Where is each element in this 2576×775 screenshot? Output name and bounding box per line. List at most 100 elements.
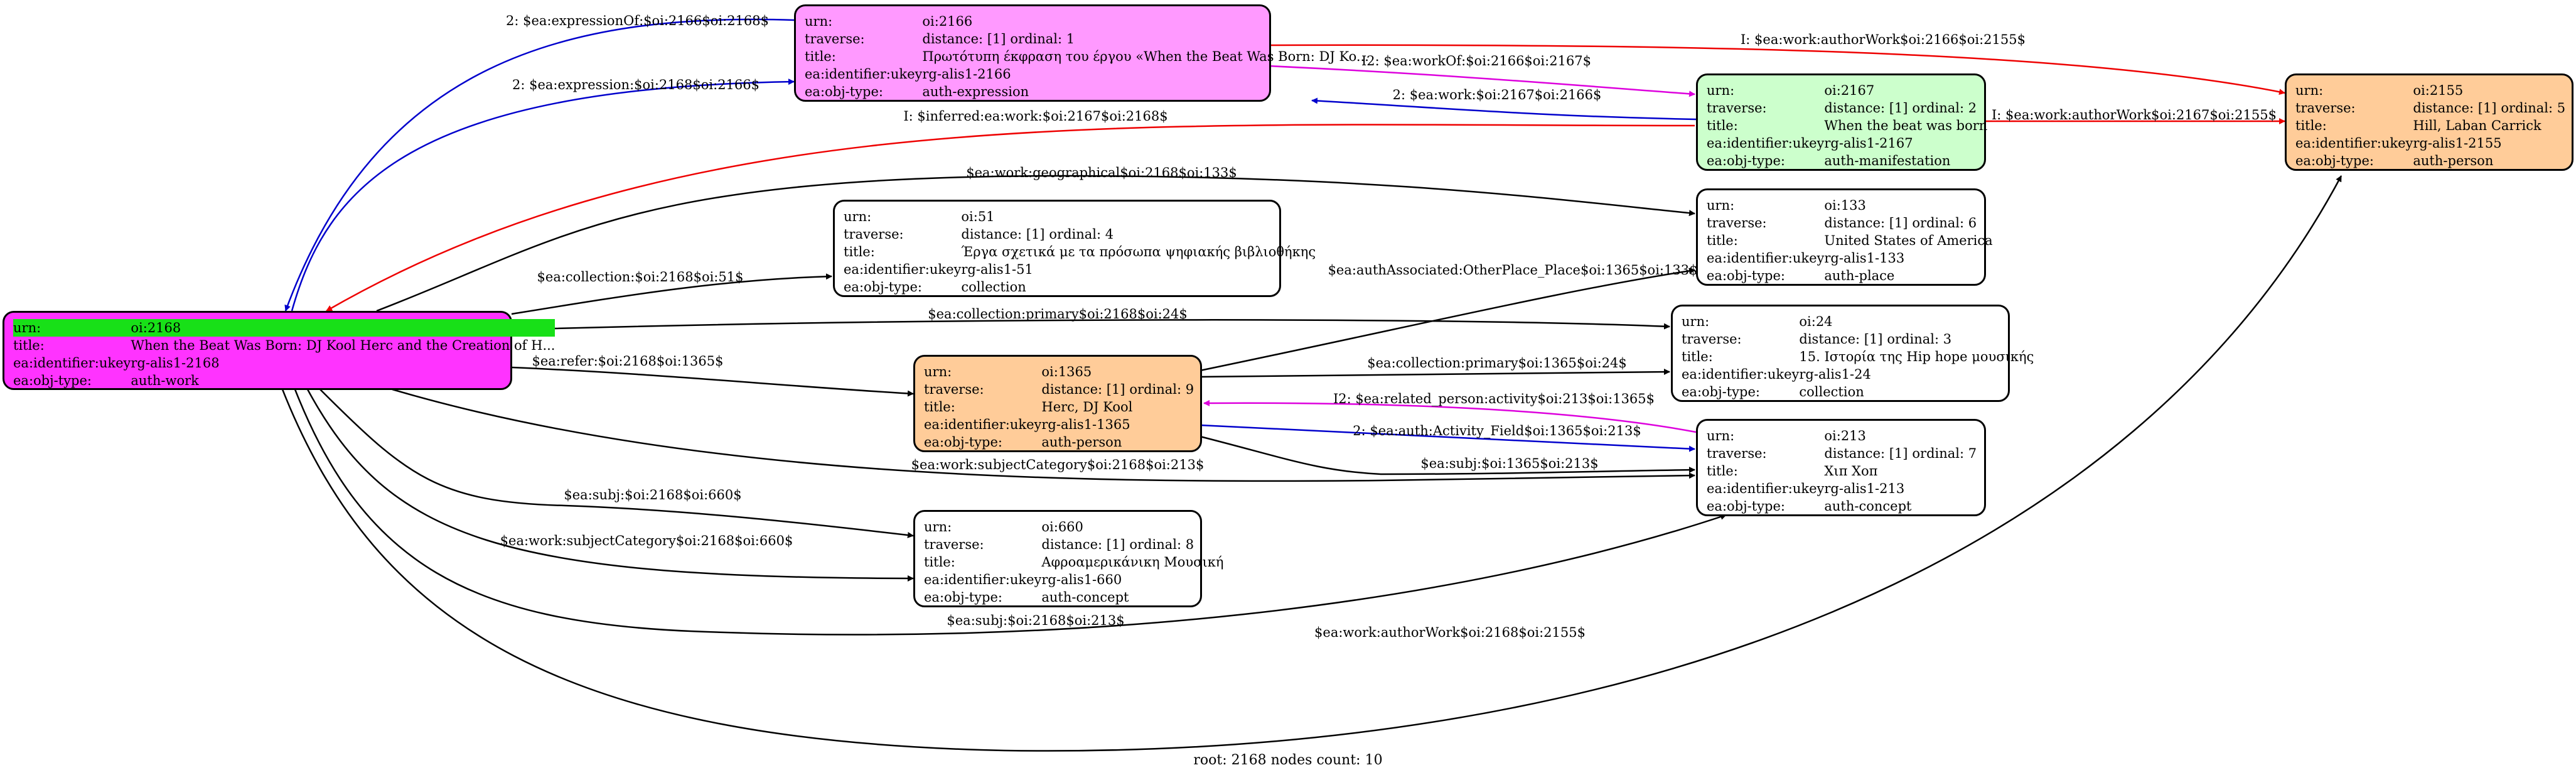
ukey-label: ea:identifier:ukey: [1707, 251, 1825, 266]
node-2168[interactable]: urn:oi:2168 title:When the Beat Was Born…: [3, 311, 555, 390]
title-label: title:: [1682, 349, 1713, 364]
edge-work-2167-2166: 2: $ea:work:$oi:2167$oi:2166$: [1311, 87, 1697, 121]
edge-collection-primary-1365-24: $ea:collection:primary$oi:1365$oi:24$: [1199, 355, 1670, 378]
urn-label: urn:: [2295, 83, 2324, 98]
title-label: title:: [924, 399, 955, 415]
node-133[interactable]: urn:oi:133 traverse:distance: [1]ordinal…: [1696, 188, 1993, 286]
title-value: When the beat was born: [1824, 118, 1988, 133]
edge-label: I: $inferred:ea:work:$oi:2167$oi:2168$: [903, 109, 1167, 124]
urn-value: oi:2168: [131, 319, 555, 337]
title-value: Πρωτότυπη έκφραση του έργου «When the Be…: [922, 49, 1369, 64]
edge-label: $ea:work:geographical$oi:2168$oi:133$: [966, 165, 1237, 180]
title-value: When the Beat Was Born: DJ Kool Herc and…: [131, 338, 555, 353]
edge-subj-2168-213: $ea:subj:$oi:2168$oi:213$: [294, 389, 1727, 636]
type-value: auth-concept: [1041, 590, 1129, 605]
ukey-value: rg-alis1-2167: [1824, 136, 1913, 151]
type-label: ea:obj-type:: [844, 279, 922, 295]
ukey-label: ea:identifier:ukey: [924, 572, 1042, 587]
ordinal-value: ordinal: 6: [1912, 215, 1977, 230]
ukey-value: rg-alis1-51: [961, 262, 1033, 277]
distance-value: distance: [1]: [1824, 100, 1908, 116]
distance-value: distance: [1]: [922, 31, 1006, 46]
urn-value: oi:24: [1799, 314, 1833, 329]
ordinal-value: ordinal: 7: [1912, 446, 1977, 461]
ukey-label: ea:identifier:ukey: [2295, 136, 2413, 151]
type-value: auth-manifestation: [1824, 153, 1951, 168]
distance-value: distance: [1]: [1041, 382, 1125, 397]
edge-subjectCategory-2168-660: $ea:work:subjectCategory$oi:2168$oi:660$: [306, 389, 914, 582]
edge-inferred-2167-2168: I: $inferred:ea:work:$oi:2167$oi:2168$: [326, 109, 1695, 312]
ordinal-value: ordinal: 9: [1129, 382, 1194, 397]
type-value: auth-expression: [922, 84, 1029, 99]
urn-label: urn:: [13, 319, 131, 337]
title-label: title:: [844, 244, 875, 259]
title-label: title:: [924, 555, 955, 570]
edge-label: 2: $ea:expressionOf:$oi:2166$oi:2168$: [506, 13, 769, 28]
edge-label: 2: $ea:expression:$oi:2168$oi:2166$: [512, 77, 759, 92]
urn-label: urn:: [1707, 198, 1735, 213]
title-value: United States of America: [1824, 233, 1993, 248]
edge-label: I2: $ea:workOf:$oi:2166$oi:2167$: [1361, 53, 1591, 68]
type-value: auth-person: [2413, 153, 2494, 168]
ukey-value: rg-alis1-2166: [922, 67, 1011, 82]
edge-label: $ea:collection:primary$oi:2168$oi:24$: [928, 306, 1187, 322]
urn-value: oi:51: [961, 209, 995, 224]
type-label: ea:obj-type:: [13, 373, 92, 388]
ordinal-value: ordinal: 4: [1049, 227, 1114, 242]
ukey-value: rg-alis1-660: [1041, 572, 1122, 587]
node-2155[interactable]: urn: oi:2155 traverse: distance: [1]ordina…: [2285, 73, 2573, 171]
edge-subj-1365-213: $ea:subj:$oi:1365$oi:213$: [1199, 435, 1695, 475]
ordinal-value: ordinal: 5: [2501, 100, 2566, 116]
edge-label: $ea:subj:$oi:1365$oi:213$: [1420, 456, 1598, 471]
traverse-label: traverse:: [1707, 100, 1767, 116]
edge-label: $ea:authAssociated:OtherPlace_Place$oi:1…: [1328, 263, 1698, 278]
urn-label: urn:: [805, 14, 833, 29]
edge-label: $ea:work:subjectCategory$oi:2168$oi:660$: [500, 533, 793, 548]
node-51[interactable]: urn:oi:51 traverse:distance: [1]ordinal:…: [833, 200, 1316, 297]
node-24[interactable]: urn:oi:24 traverse:distance: [1]ordinal:…: [1671, 305, 2034, 402]
node-1365[interactable]: urn:oi:1365 traverse:distance: [1]ordina…: [913, 355, 1202, 452]
edge-collection-2168-51: $ea:collection:$oi:2168$oi:51$: [511, 269, 832, 315]
urn-label: urn:: [1707, 83, 1735, 98]
title-label: title:: [1707, 233, 1738, 248]
title-label: title:: [1707, 118, 1738, 133]
ukey-label: ea:identifier:ukey: [1707, 481, 1825, 496]
urn-label: urn:: [1682, 314, 1710, 329]
traverse-label: traverse:: [1707, 446, 1767, 461]
urn-value: oi:133: [1824, 198, 1866, 213]
ukey-label: ea:identifier:ukey: [844, 262, 962, 277]
node-2167[interactable]: urn:oi:2167 traverse:distance: [1]ordina…: [1696, 73, 1988, 171]
ukey-label: ea:identifier:ukey: [1682, 367, 1800, 382]
traverse-label: traverse:: [1682, 332, 1742, 347]
ukey-value: rg-alis1-1365: [1041, 417, 1130, 432]
type-label: ea:obj-type:: [1682, 384, 1760, 399]
title-value: Herc, DJ Kool: [1041, 399, 1133, 415]
urn-value: oi:1365: [1041, 364, 1092, 379]
urn-value: oi:213: [1824, 428, 1866, 443]
ordinal-value: ordinal: 2: [1912, 100, 1977, 116]
traverse-label: traverse:: [2295, 100, 2356, 116]
edge-label: I2: $ea:related_person:activity$oi:213$o…: [1333, 391, 1655, 406]
edge-label: $ea:subj:$oi:2168$oi:213$: [947, 613, 1124, 628]
type-label: ea:obj-type:: [1707, 268, 1785, 283]
edge-label: $ea:collection:primary$oi:1365$oi:24$: [1367, 355, 1626, 371]
edge-collection-primary-2168-24: $ea:collection:primary$oi:2168$oi:24$: [511, 306, 1670, 331]
node-660[interactable]: urn:oi:660 traverse:distance: [1]ordinal…: [913, 510, 1223, 607]
type-label: ea:obj-type:: [924, 590, 1002, 605]
type-label: ea:obj-type:: [924, 435, 1002, 450]
edge-label: $ea:refer:$oi:2168$oi:1365$: [532, 354, 723, 369]
edge-authorWork-2166-2155: I: $ea:work:authorWork$oi:2166$oi:2155$: [1267, 32, 2285, 95]
urn-label: urn:: [1707, 428, 1735, 443]
urn-value: oi:660: [1041, 519, 1083, 534]
ukey-value: rg-alis1-2155: [2413, 136, 2502, 151]
ukey-value: rg-alis1-213: [1824, 481, 1905, 496]
distance-value: distance: [1]: [1799, 332, 1883, 347]
edge-authorWork-2168-2155: $ea:work:authorWork$oi:2168$oi:2155$: [281, 175, 2343, 752]
node-213[interactable]: urn:oi:213 traverse:distance: [1]ordinal…: [1696, 419, 1986, 516]
title-value: Χιπ Χοπ: [1824, 463, 1878, 479]
distance-value: distance: [1]: [2413, 100, 2497, 116]
title-label: title:: [2295, 118, 2327, 133]
urn-value: oi:2155: [2413, 83, 2464, 98]
node-2166[interactable]: urn:oi:2166 traverse:distance: [1]ordina…: [794, 4, 1369, 102]
